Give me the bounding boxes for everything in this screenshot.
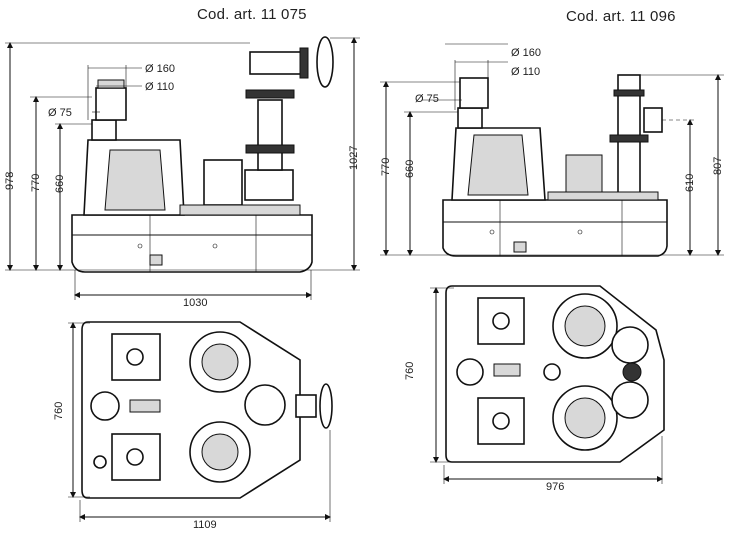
dim-left-top-1109: 1109	[193, 519, 217, 531]
dim-left-d160: Ø 160	[145, 63, 175, 75]
dim-left-1027: 1027	[348, 146, 360, 170]
dim-right-807: 807	[712, 157, 724, 175]
dim-right-top-760: 760	[404, 362, 416, 380]
right-top-view	[430, 285, 665, 484]
dim-left-978: 978	[4, 172, 16, 190]
dim-left-top-760: 760	[53, 402, 65, 420]
dim-right-660: 660	[404, 160, 416, 178]
title-right: Cod. art. 11 096	[566, 8, 676, 25]
dim-right-d160: Ø 160	[511, 47, 541, 59]
dim-right-d110: Ø 110	[511, 66, 540, 78]
left-top-view	[68, 321, 333, 522]
title-left: Cod. art. 11 075	[197, 6, 307, 23]
dim-left-d110: Ø 110	[145, 81, 174, 93]
dim-right-610: 610	[684, 174, 696, 192]
dim-left-d75: Ø 75	[48, 107, 72, 119]
dim-right-top-976: 976	[546, 481, 564, 493]
right-side-view	[380, 43, 724, 257]
dim-left-1030: 1030	[183, 297, 207, 309]
dim-right-d75: Ø 75	[415, 93, 439, 105]
dim-left-660: 660	[54, 175, 66, 193]
left-side-view	[5, 36, 360, 300]
dim-left-770: 770	[30, 174, 42, 192]
dim-right-770: 770	[380, 158, 392, 176]
